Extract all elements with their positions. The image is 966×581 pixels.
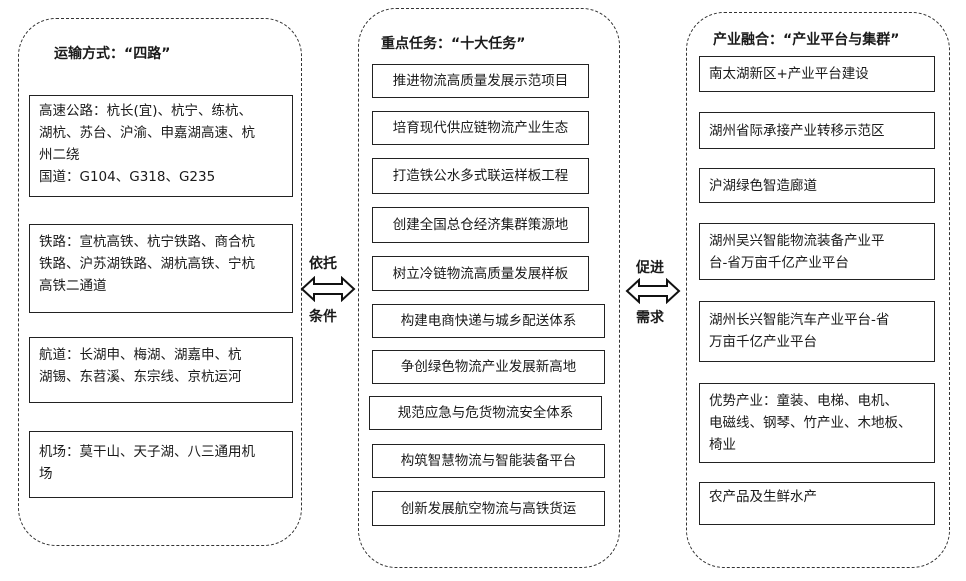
task-item: 构建电商快递与城乡配送体系 bbox=[372, 304, 605, 338]
industry-line: 优势产业：童装、电梯、电机、 bbox=[709, 393, 898, 409]
highway-line-1: 高速公路：杭长(宜)、杭宁、练杭、 bbox=[39, 103, 253, 119]
industry-line: 电磁线、钢琴、竹产业、木地板、 bbox=[709, 415, 912, 431]
dominant-industries-box: 优势产业：童装、电梯、电机、 电磁线、钢琴、竹产业、木地板、 椅业 bbox=[699, 383, 935, 463]
task-item: 构筑智慧物流与智能装备平台 bbox=[372, 444, 605, 478]
highway-line-3: 州二绕 bbox=[39, 147, 80, 163]
connector-right-top-label: 促进 bbox=[636, 260, 664, 276]
industry-platform-box: 湖州长兴智能汽车产业平台-省 万亩千亿产业平台 bbox=[699, 301, 935, 362]
connector-left-bottom-label: 条件 bbox=[309, 309, 337, 325]
industry-platform-box: 沪湖绿色智造廊道 bbox=[699, 168, 935, 203]
industry-platform-box: 湖州省际承接产业转移示范区 bbox=[699, 112, 935, 149]
highway-line-2: 湖杭、苏台、沪渝、申嘉湖高速、杭 bbox=[39, 125, 255, 141]
railway-box: 铁路：宣杭高铁、杭宁铁路、商合杭 铁路、沪苏湖铁路、湖杭高铁、宁杭 高铁二通道 bbox=[29, 224, 293, 313]
task-item: 推进物流高质量发展示范项目 bbox=[372, 64, 589, 98]
industry-line: 湖州吴兴智能物流装备产业平 bbox=[709, 233, 885, 249]
task-item: 树立冷链物流高质量发展样板 bbox=[372, 256, 589, 291]
highway-box: 高速公路：杭长(宜)、杭宁、练杭、 湖杭、苏台、沪渝、申嘉湖高速、杭 州二绕 国… bbox=[29, 95, 293, 197]
double-arrow-icon bbox=[625, 278, 681, 304]
industry-line: 沪湖绿色智造廊道 bbox=[709, 177, 817, 194]
industry-line: 湖州长兴智能汽车产业平台-省 bbox=[709, 312, 890, 328]
industry-line: 农产品及生鲜水产 bbox=[709, 489, 817, 505]
railway-line-1: 铁路：宣杭高铁、杭宁铁路、商合杭 bbox=[39, 234, 255, 250]
tasks-group bbox=[358, 8, 620, 568]
national-road-line: 国道：G104、G318、G235 bbox=[39, 169, 216, 185]
task-item: 培育现代供应链物流产业生态 bbox=[372, 111, 589, 145]
industry-title: 产业融合：“产业平台与集群” bbox=[713, 32, 900, 48]
industry-line: 椅业 bbox=[709, 437, 736, 453]
airport-line-1: 机场：莫干山、天子湖、八三通用机 bbox=[39, 444, 255, 460]
railway-line-2: 铁路、沪苏湖铁路、湖杭高铁、宁杭 bbox=[39, 256, 255, 272]
industry-group bbox=[686, 12, 950, 568]
waterway-line-2: 湖锡、东苕溪、东宗线、京杭运河 bbox=[39, 369, 242, 385]
transport-group bbox=[18, 18, 302, 546]
industry-line: 台-省万亩千亿产业平台 bbox=[709, 255, 849, 271]
task-item: 创新发展航空物流与高铁货运 bbox=[372, 491, 605, 526]
airport-box: 机场：莫干山、天子湖、八三通用机 场 bbox=[29, 431, 293, 498]
railway-line-3: 高铁二通道 bbox=[39, 278, 107, 294]
waterway-box: 航道：长湖申、梅湖、湖嘉申、杭 湖锡、东苕溪、东宗线、京杭运河 bbox=[29, 337, 293, 403]
industry-platform-box: 湖州吴兴智能物流装备产业平 台-省万亩千亿产业平台 bbox=[699, 223, 935, 280]
transport-title: 运输方式：“四路” bbox=[54, 46, 171, 62]
waterway-line-1: 航道：长湖申、梅湖、湖嘉申、杭 bbox=[39, 347, 242, 363]
task-item: 规范应急与危货物流安全体系 bbox=[369, 396, 602, 430]
industry-platform-box: 南太湖新区+产业平台建设 bbox=[699, 56, 935, 92]
connector-left-top-label: 依托 bbox=[309, 256, 337, 272]
airport-line-2: 场 bbox=[39, 466, 53, 482]
task-item: 创建全国总仓经济集群策源地 bbox=[372, 207, 589, 243]
industry-line: 湖州省际承接产业转移示范区 bbox=[709, 122, 885, 139]
double-arrow-icon bbox=[300, 276, 356, 302]
task-item: 打造铁公水多式联运样板工程 bbox=[372, 158, 589, 194]
industry-line: 万亩千亿产业平台 bbox=[709, 334, 817, 350]
task-item: 争创绿色物流产业发展新高地 bbox=[372, 350, 605, 384]
agri-products-box: 农产品及生鲜水产 bbox=[699, 482, 935, 525]
connector-right-bottom-label: 需求 bbox=[636, 310, 664, 326]
industry-line: 南太湖新区+产业平台建设 bbox=[709, 66, 869, 82]
tasks-title: 重点任务：“十大任务” bbox=[381, 36, 526, 52]
